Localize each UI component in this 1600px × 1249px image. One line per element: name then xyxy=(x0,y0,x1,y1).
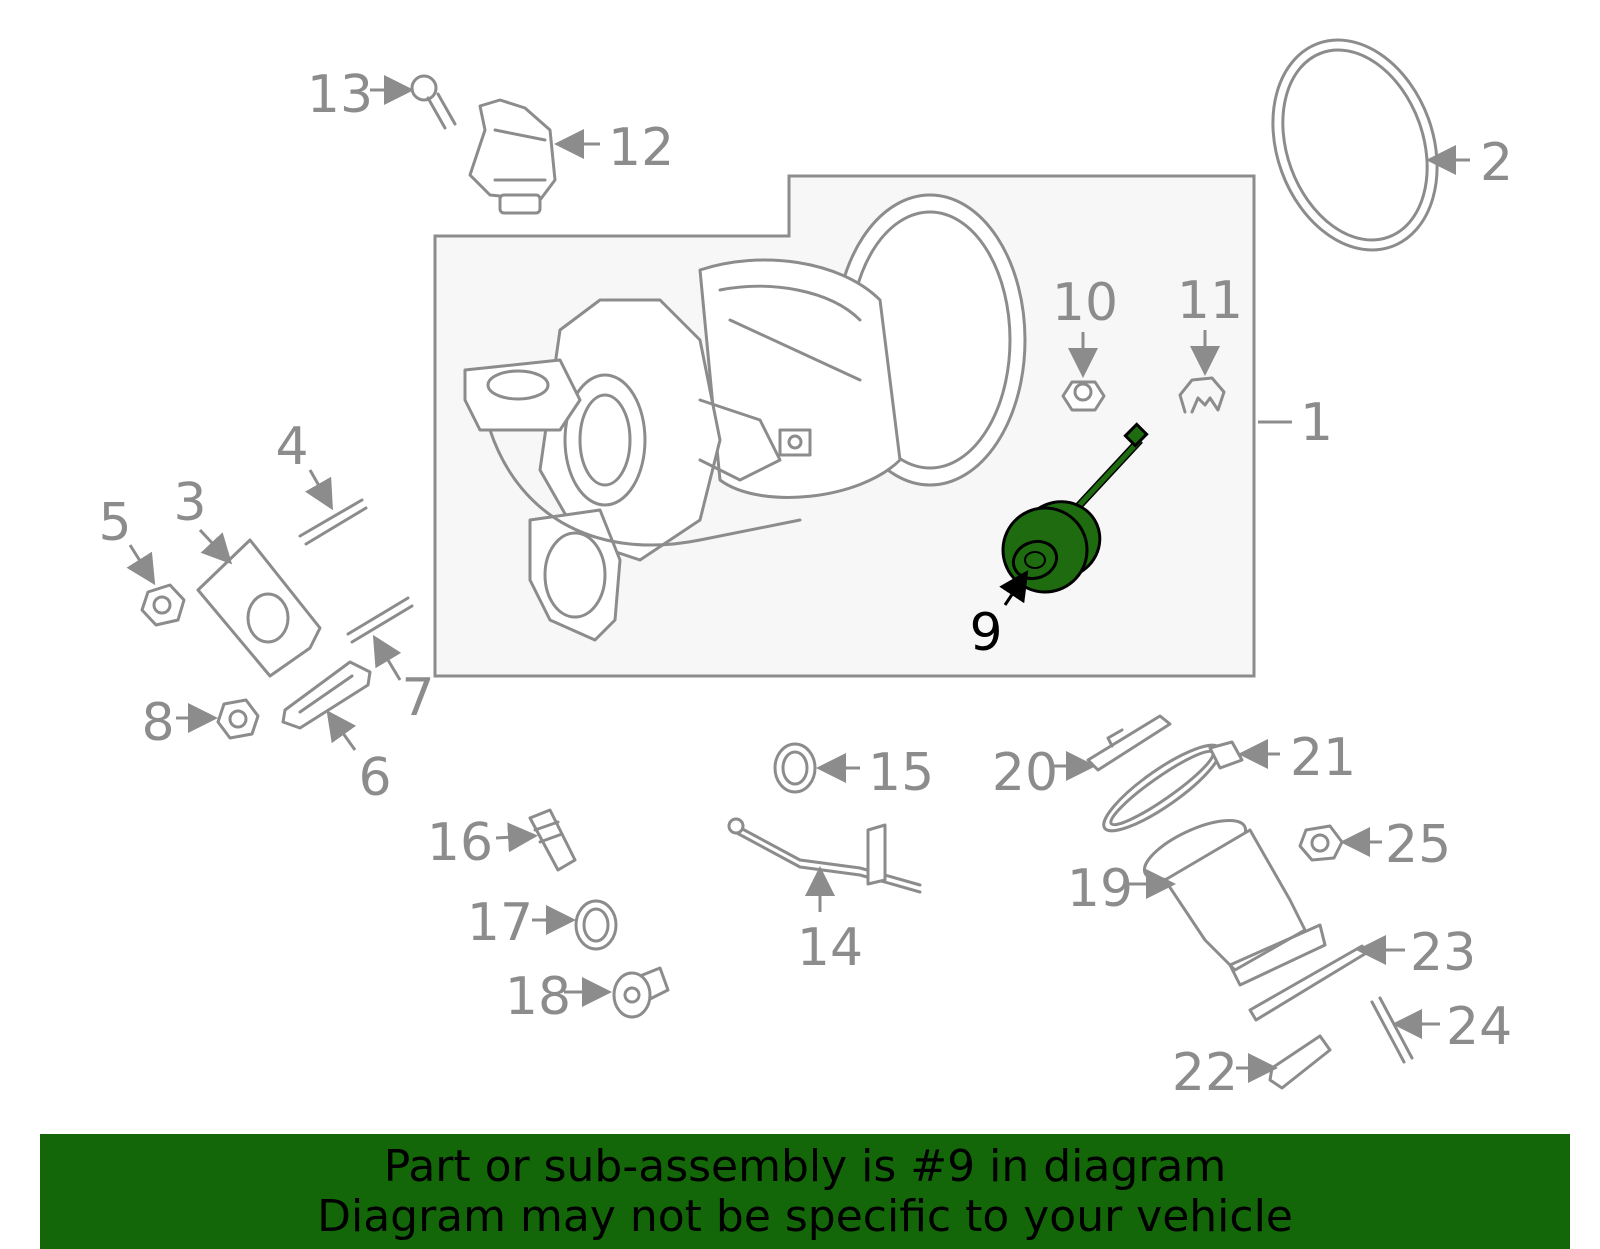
stud-icon xyxy=(1370,996,1414,1064)
bolt-icon xyxy=(410,74,457,130)
callout-20: 20 xyxy=(992,743,1058,803)
heat-shield-icon xyxy=(196,538,322,678)
callout-1: 1 xyxy=(1300,393,1333,453)
callout-13: 13 xyxy=(307,65,373,125)
callout-19: 19 xyxy=(1067,859,1133,919)
callout-3: 3 xyxy=(173,473,206,533)
callout-23: 23 xyxy=(1410,923,1476,983)
callout-10: 10 xyxy=(1052,273,1118,333)
nut-icon xyxy=(216,698,260,740)
stud-icon xyxy=(346,596,414,644)
callout-5: 5 xyxy=(98,493,131,553)
heat-shield-strip-icon xyxy=(1248,944,1370,1022)
callout-9: 9 xyxy=(969,603,1002,663)
callout-2: 2 xyxy=(1480,133,1513,193)
callout-16: 16 xyxy=(427,813,493,873)
clamp-icon xyxy=(1102,740,1244,833)
catalytic-converter-icon xyxy=(1142,819,1327,987)
callout-8: 8 xyxy=(141,693,174,753)
callout-22: 22 xyxy=(1172,1043,1238,1103)
fitting-icon xyxy=(528,808,577,872)
washer-icon xyxy=(773,742,817,794)
stud-icon xyxy=(298,498,368,546)
plug-icon xyxy=(612,966,670,1019)
turbocharger-icon xyxy=(463,193,1027,642)
nut-icon xyxy=(1061,380,1106,412)
banner-line-2: Diagram may not be specific to your vehi… xyxy=(317,1191,1293,1242)
gasket-strip-icon xyxy=(1086,714,1172,772)
washer-icon xyxy=(574,899,618,951)
nut-icon xyxy=(1298,824,1344,862)
callout-24: 24 xyxy=(1446,997,1512,1057)
bracket-icon xyxy=(1268,1034,1332,1090)
callout-4: 4 xyxy=(275,417,308,477)
banner-line-1: Part or sub-assembly is #9 in diagram xyxy=(383,1141,1227,1192)
callout-25: 25 xyxy=(1385,815,1451,875)
callout-18: 18 xyxy=(505,967,571,1027)
nut-icon xyxy=(140,583,186,627)
callout-6: 6 xyxy=(358,748,391,808)
callout-14: 14 xyxy=(797,918,863,978)
callout-7: 7 xyxy=(401,668,434,728)
part-info-banner: Part or sub-assembly is #9 in diagram Di… xyxy=(40,1134,1570,1249)
callout-11: 11 xyxy=(1177,271,1243,331)
callout-21: 21 xyxy=(1290,728,1356,788)
solenoid-icon xyxy=(468,98,557,215)
callout-17: 17 xyxy=(467,893,533,953)
gasket-ring-icon xyxy=(1271,38,1439,252)
callout-15: 15 xyxy=(868,743,934,803)
oil-line-icon xyxy=(727,817,922,894)
callout-12: 12 xyxy=(608,118,674,178)
bracket-icon xyxy=(281,660,372,730)
clip-icon xyxy=(1178,376,1226,414)
